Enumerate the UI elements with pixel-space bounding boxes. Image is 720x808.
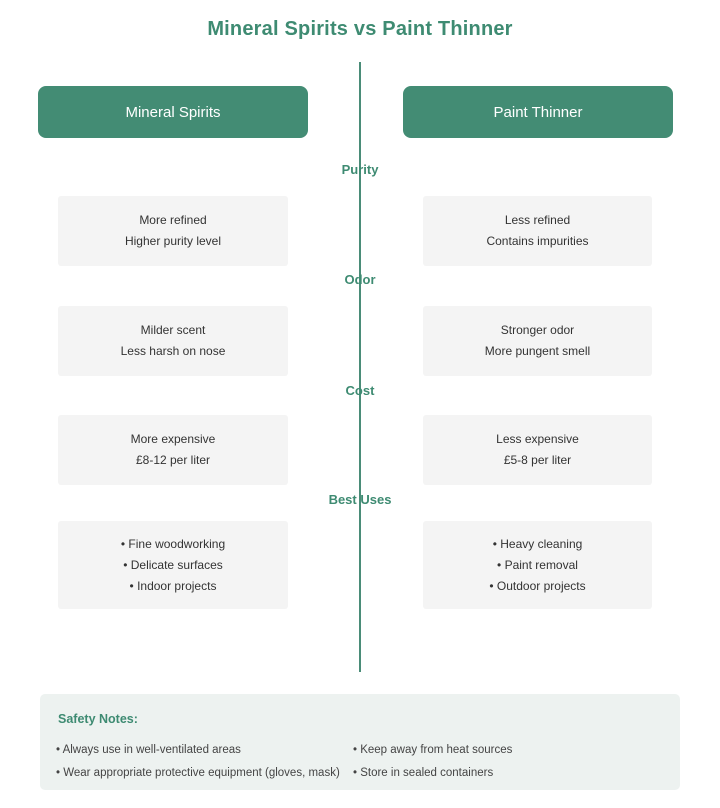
card-line: Less harsh on nose <box>120 344 226 358</box>
card-right-odor: Stronger odor More pungent smell <box>423 306 652 376</box>
category-label-cost: Cost <box>345 383 375 398</box>
card-line: More refined <box>139 213 207 227</box>
card-line: • Delicate surfaces <box>123 557 223 572</box>
card-line: • Fine woodworking <box>120 536 226 551</box>
card-right-best-uses: • Heavy cleaning • Paint removal • Outdo… <box>423 521 652 609</box>
column-header-right: Paint Thinner <box>403 86 673 138</box>
safety-notes-column-right: • Keep away from heat sources • Store in… <box>353 739 512 785</box>
card-left-cost: More expensive £8-12 per liter <box>58 415 288 485</box>
category-label-purity: Purity <box>341 162 379 177</box>
card-line: £5-8 per liter <box>503 453 572 467</box>
card-line: Milder scent <box>140 323 206 337</box>
column-header-left: Mineral Spirits <box>38 86 308 138</box>
card-line: £8-12 per liter <box>135 453 211 467</box>
safety-note-item: • Wear appropriate protective equipment … <box>56 767 340 779</box>
card-left-best-uses: • Fine woodworking • Delicate surfaces •… <box>58 521 288 609</box>
card-line: More expensive <box>130 432 216 446</box>
column-header-left-label: Mineral Spirits <box>125 103 221 121</box>
card-line: More pungent smell <box>484 344 591 358</box>
card-line: • Heavy cleaning <box>492 536 583 551</box>
card-line: Contains impurities <box>486 234 589 248</box>
safety-note-item: • Store in sealed containers <box>353 767 494 779</box>
category-label-odor: Odor <box>344 272 376 287</box>
column-header-right-label: Paint Thinner <box>493 103 583 121</box>
card-right-purity: Less refined Contains impurities <box>423 196 652 266</box>
card-line: • Paint removal <box>497 557 578 572</box>
page-title: Mineral Spirits vs Paint Thinner <box>207 18 513 40</box>
card-line: Less refined <box>504 213 571 227</box>
card-line: • Outdoor projects <box>489 578 586 593</box>
card-line: Higher purity level <box>124 234 222 248</box>
category-label-best-uses: Best Uses <box>328 492 392 507</box>
card-left-odor: Milder scent Less harsh on nose <box>58 306 288 376</box>
card-line: • Indoor projects <box>129 578 217 593</box>
card-left-purity: More refined Higher purity level <box>58 196 288 266</box>
card-line: Less expensive <box>496 432 579 446</box>
center-divider <box>359 62 361 672</box>
safety-note-item: • Always use in well-ventilated areas <box>56 744 241 756</box>
safety-notes-column-left: • Always use in well-ventilated areas • … <box>56 739 340 785</box>
card-line: Stronger odor <box>500 323 575 337</box>
safety-note-item: • Keep away from heat sources <box>353 744 513 756</box>
safety-notes-heading: Safety Notes: <box>58 712 138 726</box>
safety-notes-panel: Safety Notes: • Always use in well-venti… <box>40 694 680 790</box>
card-right-cost: Less expensive £5-8 per liter <box>423 415 652 485</box>
